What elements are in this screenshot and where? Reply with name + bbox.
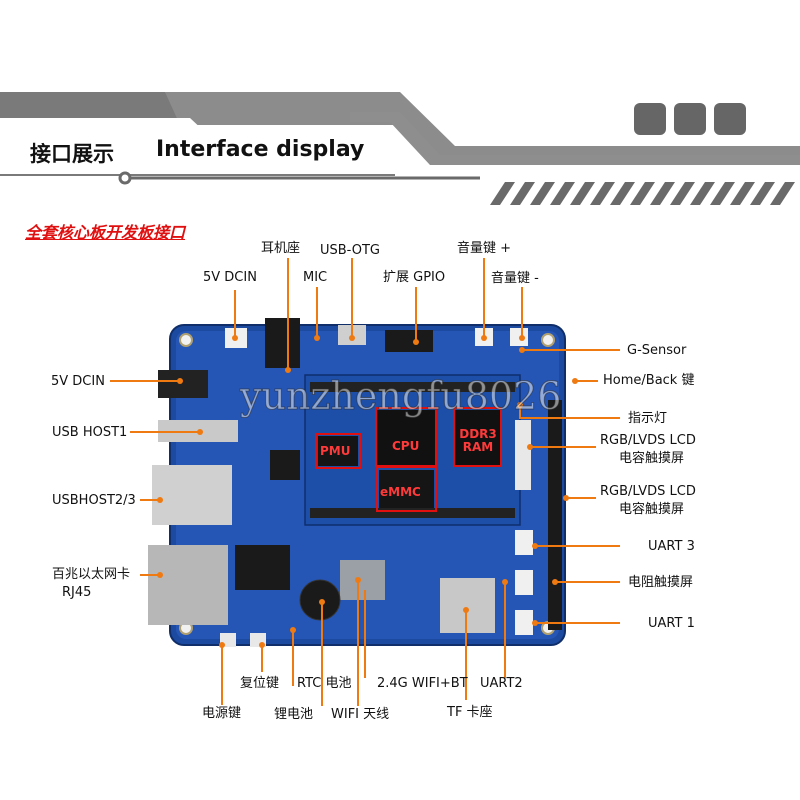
header-title-en: Interface display (156, 137, 365, 162)
leader-lines (110, 258, 620, 706)
label-lcd2-line2: 电容触摸屏 (619, 502, 685, 517)
label-lcd2-line1: RGB/LVDS LCD (600, 484, 696, 499)
label-gpio: 扩展 GPIO (383, 270, 446, 285)
label-ethernet-line1: 百兆以太网卡 (52, 567, 131, 582)
label-ethernet-line2: RJ45 (62, 585, 92, 600)
label-vol-up: 音量键 + (457, 241, 512, 256)
label-usb-host23: USBHOST2/3 (52, 493, 136, 508)
label-home-back: Home/Back 键 (603, 373, 695, 388)
label-li-battery: 锂电池 (274, 707, 314, 722)
label-uart2: UART2 (480, 676, 523, 691)
label-dcin-top: 5V DCIN (203, 270, 257, 285)
chip-label-ddr: DDR3 RAM (459, 427, 497, 454)
banner-dot-icon (118, 171, 132, 185)
chip-label-cpu: CPU (392, 439, 420, 453)
leader-dots (157, 335, 578, 648)
watermark-text: yunzhengfu8026 (239, 374, 562, 419)
banner-blocks (634, 103, 746, 135)
label-uart3: UART 3 (648, 539, 695, 554)
label-resist-touch: 电阻触摸屏 (628, 575, 694, 590)
label-mic: MIC (303, 270, 328, 285)
label-rtc: RTC 电池 (297, 676, 352, 691)
chip-label-emmc: eMMC (380, 485, 421, 499)
header-banner (0, 92, 800, 186)
label-indicator: 指示灯 (628, 411, 668, 426)
label-lcd1-line2: 电容触摸屏 (619, 451, 685, 466)
label-wifi-bt: 2.4G WIFI+BT (377, 676, 468, 691)
label-dcin-left: 5V DCIN (51, 374, 105, 389)
banner-stripes (490, 182, 795, 205)
dev-board (148, 318, 566, 647)
label-usb-host1: USB HOST1 (52, 425, 128, 440)
label-tf-slot: TF 卡座 (447, 705, 493, 720)
label-usb-otg: USB-OTG (320, 243, 380, 258)
label-vol-down: 音量键 - (491, 271, 539, 286)
label-g-sensor: G-Sensor (627, 343, 687, 358)
label-uart1: UART 1 (648, 616, 695, 631)
header-title-cn: 接口展示 (30, 142, 114, 166)
label-wifi-antenna: WIFI 天线 (331, 707, 390, 722)
chip-label-pmu: PMU (320, 444, 351, 458)
subtitle: 全套核心板开发板接口 (25, 223, 186, 242)
label-earphone: 耳机座 (261, 241, 301, 256)
label-power: 电源键 (202, 706, 242, 721)
label-reset: 复位键 (240, 676, 280, 691)
label-lcd1-line1: RGB/LVDS LCD (600, 433, 696, 448)
